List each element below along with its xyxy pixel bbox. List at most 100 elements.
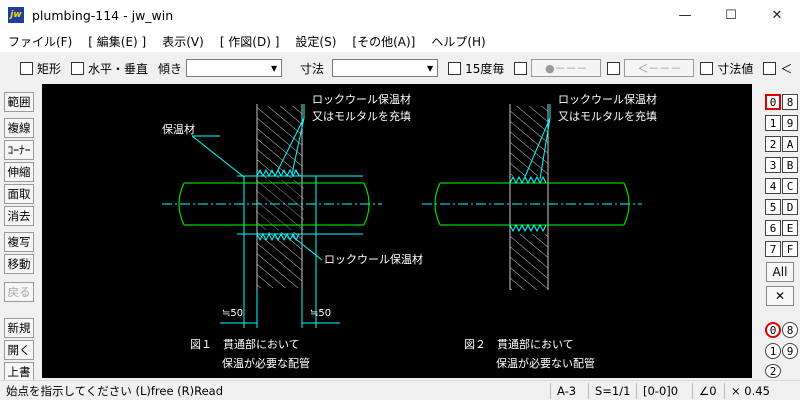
rect-label: 矩形 <box>37 61 62 76</box>
last-checkbox[interactable] <box>763 61 777 75</box>
fig2-label-top: ロックウール保温材 <box>558 92 657 106</box>
btn1-checkbox[interactable] <box>514 61 528 75</box>
layer-c[interactable]: C <box>782 178 798 194</box>
status-angle[interactable]: ∠0 <box>692 383 722 399</box>
leader-line <box>276 117 305 173</box>
maximize-button[interactable]: ☐ <box>725 7 737 23</box>
draw-toolbar: 矩形 水平・垂直 傾き ▼ 寸法 ▼ 15度毎 ●－－－ ＜－－－ 寸法値 ＜ <box>0 54 800 82</box>
close-icon[interactable]: ✕ <box>766 286 794 306</box>
wall2-opening <box>508 176 550 234</box>
menu-file[interactable]: ファイル(F) <box>8 34 73 49</box>
leader-line <box>291 117 305 175</box>
menu-edit[interactable]: [ 編集(E) ] <box>88 34 147 49</box>
horiz-vert-checkbox[interactable] <box>71 61 85 75</box>
layer-f[interactable]: F <box>782 241 798 257</box>
tool-erase[interactable]: 消去 <box>4 206 34 226</box>
pipe-break <box>178 182 185 226</box>
leader-line <box>291 235 323 261</box>
tool-move[interactable]: 移動 <box>4 254 34 274</box>
layer-4[interactable]: 4 <box>765 178 781 194</box>
arrow-mode-button[interactable]: ＜－－－ <box>624 59 695 77</box>
layer-e[interactable]: E <box>782 220 798 236</box>
tool-save[interactable]: 上書 <box>4 362 34 382</box>
tool-copy[interactable]: 複写 <box>4 232 34 252</box>
layer-5[interactable]: 5 <box>765 199 781 215</box>
drawing-canvas[interactable]: ロックウール保温材 又はモルタルを充填 保温材 ロックウール保温材 ≒50 ≒5… <box>42 84 752 378</box>
tool-chamfer[interactable]: 面取 <box>4 184 34 204</box>
menu-settings[interactable]: 設定(S) <box>295 34 337 49</box>
dim-value-label: 寸法値 <box>717 61 754 76</box>
figure-1: ロックウール保温材 又はモルタルを充填 保温材 ロックウール保温材 ≒50 ≒5… <box>162 92 423 370</box>
rockwool2-top <box>509 175 547 185</box>
tilt-label: 傾き <box>158 61 183 76</box>
menu-help[interactable]: ヘルプ(H) <box>431 34 486 49</box>
menu-other[interactable]: [その他(A)] <box>352 34 416 49</box>
fig1-caption-1: 図１ 貫通部において <box>190 337 300 351</box>
layer-8[interactable]: 8 <box>782 94 798 110</box>
layer-d[interactable]: D <box>782 199 798 215</box>
btn2-checkbox[interactable] <box>607 61 621 75</box>
rect-checkbox[interactable] <box>20 61 33 75</box>
deg15-label: 15度毎 <box>465 61 505 76</box>
status-scale[interactable]: S=1/1 <box>588 383 636 399</box>
last-label: ＜ <box>780 61 793 76</box>
layer-9[interactable]: 9 <box>782 115 798 131</box>
wall-hatch-middle <box>256 180 304 230</box>
dimension-combo[interactable]: ▼ <box>332 59 439 77</box>
tool-range[interactable]: 範囲 <box>4 92 34 112</box>
status-layer[interactable]: [0-0]0 <box>636 383 688 399</box>
deg15-checkbox[interactable] <box>448 61 462 75</box>
layer-1[interactable]: 1 <box>765 115 781 131</box>
figure-2: ロックウール保温材 又はモルタルを充填 図２ 貫通部において 保温が必要ない配管 <box>422 92 657 370</box>
wall-hatch-bottom <box>257 232 302 288</box>
group-0[interactable]: 0 <box>765 322 781 338</box>
group-2[interactable]: 2 <box>765 364 781 378</box>
layer-6[interactable]: 6 <box>765 220 781 236</box>
layer-b[interactable]: B <box>782 157 798 173</box>
tilt-combo[interactable]: ▼ <box>186 59 283 77</box>
leader-line <box>191 135 245 178</box>
group-8[interactable]: 8 <box>782 322 798 338</box>
menu-draw[interactable]: [ 作図(D) ] <box>219 34 280 49</box>
group-1[interactable]: 1 <box>765 343 781 359</box>
layer-0[interactable]: 0 <box>765 94 781 110</box>
close-button[interactable]: ✕ <box>771 7 783 23</box>
leader2-line <box>539 117 551 180</box>
minimize-button[interactable]: — <box>678 7 692 23</box>
fig1-label-bottom: ロックウール保温材 <box>324 252 423 266</box>
fig2-label-top2: 又はモルタルを充填 <box>558 109 657 123</box>
dim-value-checkbox[interactable] <box>700 61 714 75</box>
chevron-down-icon: ▼ <box>426 63 434 73</box>
rockwool2-bottom <box>509 223 547 233</box>
status-paper[interactable]: A-3 <box>550 383 588 399</box>
fig2-caption-1: 図２ 貫通部において <box>464 337 574 351</box>
point-mode-button[interactable]: ●－－－ <box>531 59 602 77</box>
fig2-caption-2: 保温が必要ない配管 <box>496 356 595 370</box>
tool-open[interactable]: 開く <box>4 340 34 360</box>
layer-a[interactable]: A <box>782 136 798 152</box>
leader2-line <box>523 117 551 180</box>
menu-bar: ファイル(F) [ 編集(E) ] 表示(V) [ 作図(D) ] 設定(S) … <box>0 30 800 52</box>
tool-corner[interactable]: ｺｰﾅｰ <box>4 140 34 160</box>
layer-2[interactable]: 2 <box>765 136 781 152</box>
cad-drawing: ロックウール保温材 又はモルタルを充填 保温材 ロックウール保温材 ≒50 ≒5… <box>162 92 657 370</box>
dimension-label: 寸法 <box>300 61 325 76</box>
status-zoom[interactable]: × 0.45 <box>724 383 784 399</box>
tool-offset[interactable]: 複線 <box>4 118 34 138</box>
fig1-dim-left: ≒50 <box>222 308 243 319</box>
window-title: plumbing-114 - jw_win <box>32 7 174 23</box>
tool-new[interactable]: 新規 <box>4 318 34 338</box>
layer-all-button[interactable]: All <box>766 262 794 282</box>
app-logo-icon: jw <box>8 7 24 23</box>
group-9[interactable]: 9 <box>782 343 798 359</box>
tool-undo[interactable]: 戻る <box>4 282 34 302</box>
fig1-dim-right: ≒50 <box>310 308 331 319</box>
horiz-vert-label: 水平・垂直 <box>88 61 149 76</box>
tool-trim[interactable]: 伸縮 <box>4 162 34 182</box>
status-message: 始点を指示してください (L)free (R)Read <box>6 384 224 398</box>
layer-7[interactable]: 7 <box>765 241 781 257</box>
menu-view[interactable]: 表示(V) <box>162 34 204 49</box>
layer-3[interactable]: 3 <box>765 157 781 173</box>
fig1-label-insulation: 保温材 <box>162 122 195 136</box>
chevron-down-icon: ▼ <box>270 63 278 73</box>
